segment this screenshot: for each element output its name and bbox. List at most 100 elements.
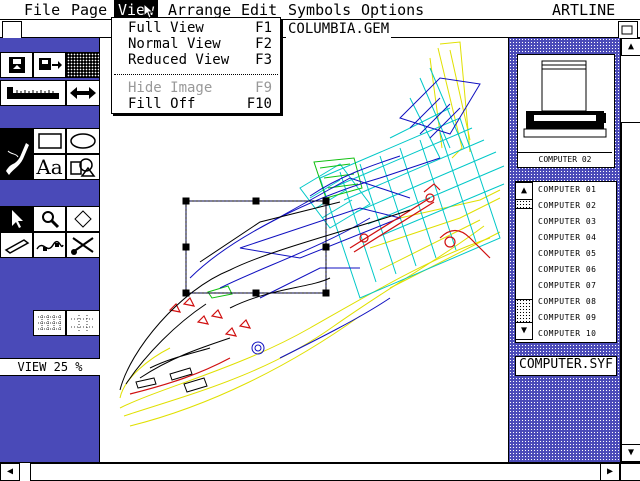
- menu-item-label: Fill Off: [128, 96, 196, 112]
- cut-tool[interactable]: [66, 232, 100, 258]
- symbol-item[interactable]: COMPUTER 03: [538, 217, 597, 226]
- down-arrow-icon: ▼: [520, 325, 528, 336]
- ellipse-tool[interactable]: [66, 128, 100, 154]
- symbol-list-scrollbar[interactable]: ▲ ▼: [515, 182, 533, 340]
- symbol-item[interactable]: COMPUTER 02: [538, 201, 597, 210]
- double-arrow-icon: [70, 87, 96, 99]
- fuller-icon: [621, 25, 633, 35]
- symbol-item[interactable]: COMPUTER 04: [538, 233, 597, 242]
- pen-hand-icon: [5, 143, 29, 175]
- close-button[interactable]: [2, 21, 22, 39]
- symbol-item[interactable]: COMPUTER 08: [538, 297, 597, 306]
- scale-tool[interactable]: [66, 80, 100, 106]
- disk-save-tool[interactable]: [0, 52, 33, 78]
- shapes-tool[interactable]: [66, 154, 100, 180]
- window-title: COLUMBIA.GEM: [286, 20, 392, 38]
- freehand-tool[interactable]: [0, 128, 33, 180]
- grid-icon: [37, 315, 62, 331]
- rectangle-icon: [37, 133, 62, 149]
- symbol-preview-label: COMPUTER 02: [518, 152, 612, 167]
- horizontal-scroll-thumb[interactable]: [30, 463, 602, 481]
- rectangle-tool[interactable]: [33, 128, 66, 154]
- ruler-icon: [7, 87, 59, 99]
- node-curve-icon: [35, 240, 64, 251]
- computer-printer-icon: [523, 60, 607, 138]
- menu-item-full-view[interactable]: Full View F1: [128, 20, 278, 36]
- up-arrow-icon: ▲: [520, 185, 528, 196]
- menu-arrange[interactable]: Arrange: [168, 1, 232, 19]
- menu-item-shortcut: F1: [255, 20, 272, 36]
- grid-tool[interactable]: [33, 310, 66, 336]
- menu-separator: [114, 74, 278, 75]
- scissors-icon: [71, 237, 94, 255]
- pencil-icon: [4, 239, 29, 254]
- disk-icon: [8, 57, 25, 73]
- menu-symbols[interactable]: Symbols: [288, 1, 352, 19]
- fill-pattern-tool[interactable]: [66, 52, 100, 78]
- ruler-tool[interactable]: [0, 80, 66, 106]
- window-title-bar[interactable]: COLUMBIA.GEM: [0, 20, 640, 39]
- menu-item-label: Reduced View: [128, 52, 230, 68]
- diamond-icon: [74, 210, 92, 228]
- scroll-down-arrow[interactable]: ▼: [621, 444, 640, 462]
- payload-bay-cyan: [299, 67, 505, 299]
- menu-item-shortcut: F2: [255, 36, 272, 52]
- symbol-item[interactable]: COMPUTER 09: [538, 313, 597, 322]
- menu-item-shortcut: F9: [255, 80, 272, 96]
- menu-item-hide-image: Hide Image F9: [128, 80, 278, 96]
- symbol-item[interactable]: COMPUTER 07: [538, 281, 597, 290]
- mouse-pointer-icon: [143, 3, 155, 19]
- zoom-tool[interactable]: [33, 206, 66, 232]
- tool-panel: Aa VIEW 25 %: [0, 38, 100, 462]
- symbol-item[interactable]: COMPUTER 10: [538, 329, 597, 338]
- select-arrow-tool[interactable]: [0, 206, 33, 232]
- symbol-panel: COMPUTER 02 ▲ ▼ COMPUTER 01 COMPUTER 02 …: [508, 38, 620, 462]
- arrow-cursor-icon: [11, 210, 23, 228]
- magnifier-icon: [41, 211, 59, 229]
- scroll-left-arrow[interactable]: ◀: [0, 463, 20, 481]
- scroll-down-button[interactable]: ▼: [515, 322, 533, 340]
- symbol-list: ▲ ▼ COMPUTER 01 COMPUTER 02 COMPUTER 03 …: [515, 181, 617, 343]
- menu-item-normal-view[interactable]: Normal View F2: [128, 36, 278, 52]
- robot-arm-red: [129, 183, 491, 395]
- symbol-item[interactable]: COMPUTER 01: [538, 185, 597, 194]
- symbol-item[interactable]: COMPUTER 05: [538, 249, 597, 258]
- scroll-up-button[interactable]: ▲: [515, 182, 533, 200]
- down-arrow-icon: ▼: [627, 447, 635, 458]
- disk-load-tool[interactable]: [33, 52, 66, 78]
- fuselage-blue: [189, 77, 481, 359]
- app-name: ARTLINE: [552, 1, 616, 19]
- horizontal-scrollbar[interactable]: ◀ ▶: [0, 462, 640, 481]
- menu-edit[interactable]: Edit: [241, 1, 278, 19]
- right-arrow-icon: ▶: [606, 466, 614, 477]
- menu-options[interactable]: Options: [361, 1, 425, 19]
- menu-item-label: Full View: [128, 20, 204, 36]
- snap-tool[interactable]: [66, 310, 100, 336]
- menu-item-shortcut: F10: [246, 96, 272, 112]
- zoom-level-label: VIEW 25 %: [0, 358, 100, 376]
- text-tool[interactable]: Aa: [33, 154, 66, 180]
- symbol-item[interactable]: COMPUTER 06: [538, 265, 597, 274]
- scroll-up-arrow[interactable]: ▲: [621, 38, 640, 56]
- menu-item-fill-off[interactable]: Fill Off F10: [128, 96, 278, 112]
- symbol-preview: COMPUTER 02: [517, 54, 615, 168]
- dotted-grid-icon: [71, 315, 95, 331]
- pencil-tool[interactable]: [0, 232, 33, 258]
- scroll-thumb[interactable]: [515, 208, 533, 300]
- scroll-right-arrow[interactable]: ▶: [600, 463, 620, 481]
- menu-file[interactable]: File: [24, 1, 61, 19]
- menu-page[interactable]: Page: [71, 1, 108, 19]
- resize-box[interactable]: [620, 463, 640, 481]
- vertical-scroll-thumb[interactable]: [621, 122, 640, 454]
- menu-item-reduced-view[interactable]: Reduced View F3: [128, 52, 278, 68]
- vertical-scrollbar[interactable]: ▲ ▼: [620, 38, 640, 462]
- rotate-tool[interactable]: [66, 206, 100, 232]
- shapes-icon: [70, 158, 96, 177]
- node-edit-tool[interactable]: [33, 232, 66, 258]
- ellipse-icon: [70, 133, 96, 149]
- view-menu-dropdown: Full View F1 Normal View F2 Reduced View…: [111, 17, 281, 114]
- cockpit-black: [119, 201, 411, 393]
- fuller-button[interactable]: [618, 21, 638, 39]
- menu-item-label: Hide Image: [128, 80, 213, 96]
- selection-box: [182, 197, 330, 297]
